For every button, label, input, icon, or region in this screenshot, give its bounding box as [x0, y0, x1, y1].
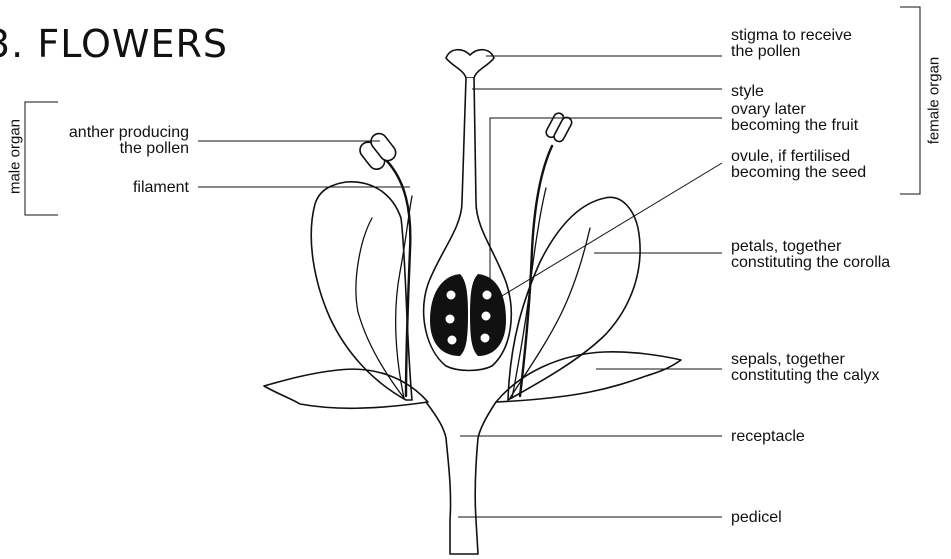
label-filament: filament	[133, 180, 189, 196]
label-ovary: ovary later becoming the fruit	[731, 102, 858, 134]
label-anther: anther producing the pollen	[69, 125, 189, 157]
label-sepals: sepals, together constituting the calyx	[731, 352, 880, 384]
sepal-left	[264, 369, 428, 408]
label-pedicel: pedicel	[731, 510, 782, 526]
label-receptacle: receptacle	[731, 429, 805, 445]
label-style: style	[731, 84, 764, 100]
label-petals: petals, together constituting the coroll…	[731, 239, 890, 271]
label-ovule: ovule, if fertilised becoming the seed	[731, 149, 866, 181]
receptacle-pedicel	[426, 402, 496, 554]
label-stigma: stigma to receive the pollen	[731, 28, 852, 60]
male-organ-label: male organ	[7, 117, 24, 197]
stigma	[446, 50, 494, 78]
female-organ-label: female organ	[926, 51, 943, 151]
anther-right	[544, 111, 573, 143]
